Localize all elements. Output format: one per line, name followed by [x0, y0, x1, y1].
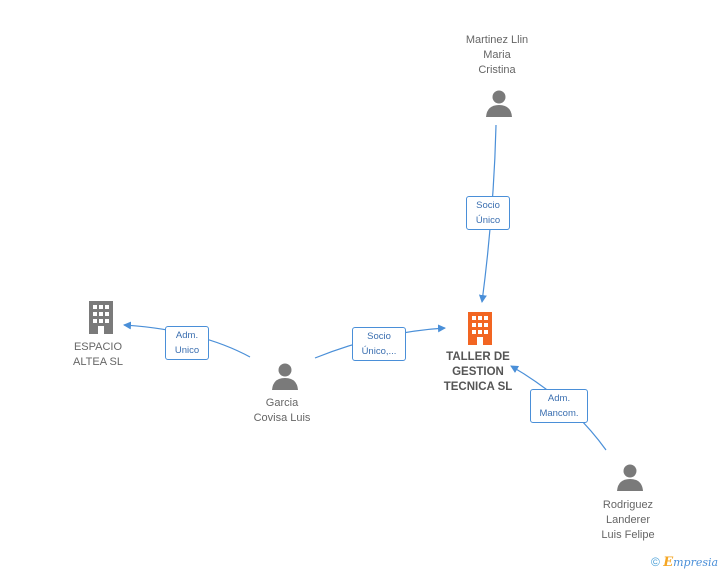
- relation-adm-mancom[interactable]: Adm. Mancom.: [530, 389, 588, 423]
- company-espacio-name[interactable]: ESPACIO ALTEA SL: [48, 340, 148, 370]
- person-icon[interactable]: [270, 361, 300, 391]
- relation-line: Único: [475, 215, 501, 226]
- footer-watermark: © Empresia: [651, 555, 718, 570]
- name-line: Rodriguez: [602, 499, 654, 511]
- company-taller-name[interactable]: TALLER DE GESTION TECNICA SL: [428, 350, 528, 395]
- person-icon[interactable]: [615, 462, 645, 492]
- name-line: ESPACIO: [73, 341, 123, 353]
- copyright-symbol: ©: [651, 555, 660, 569]
- person-martinez-name[interactable]: Martinez Llin Maria Cristina: [447, 33, 547, 78]
- name-line: GESTION: [452, 366, 504, 378]
- name-line: Martinez Llin: [465, 34, 529, 46]
- relation-line: Unico: [174, 345, 200, 356]
- name-line: Landerer: [605, 514, 651, 526]
- building-icon[interactable]: [465, 311, 495, 345]
- brand-logo: Empresia: [663, 555, 719, 570]
- brand-initial: E: [663, 555, 674, 570]
- building-icon[interactable]: [86, 300, 116, 334]
- relation-line: Socio: [476, 200, 500, 211]
- relation-socio-unico-multi[interactable]: Socio Único,...: [352, 327, 406, 361]
- relation-adm-unico[interactable]: Adm. Unico: [165, 326, 209, 360]
- name-line: Garcia: [265, 397, 299, 409]
- person-garcia-name[interactable]: Garcia Covisa Luis: [232, 396, 332, 426]
- brand-rest: mpresia: [673, 556, 719, 569]
- name-line: Covisa Luis: [253, 412, 311, 424]
- person-icon[interactable]: [484, 88, 514, 118]
- relation-line: Único,...: [361, 346, 397, 357]
- relation-line: Adm.: [547, 393, 571, 404]
- name-line: Maria: [483, 49, 511, 61]
- name-line: TECNICA SL: [443, 381, 513, 393]
- name-line: ALTEA SL: [73, 356, 123, 368]
- relation-line: Adm.: [175, 330, 199, 341]
- relation-socio-unico[interactable]: Socio Único: [466, 196, 510, 230]
- relation-line: Mancom.: [539, 408, 579, 419]
- name-line: TALLER DE: [446, 351, 510, 363]
- name-line: Luis Felipe: [601, 529, 655, 541]
- relation-line: Socio: [367, 331, 391, 342]
- person-rodriguez-name[interactable]: Rodriguez Landerer Luis Felipe: [578, 498, 678, 543]
- name-line: Cristina: [478, 64, 516, 76]
